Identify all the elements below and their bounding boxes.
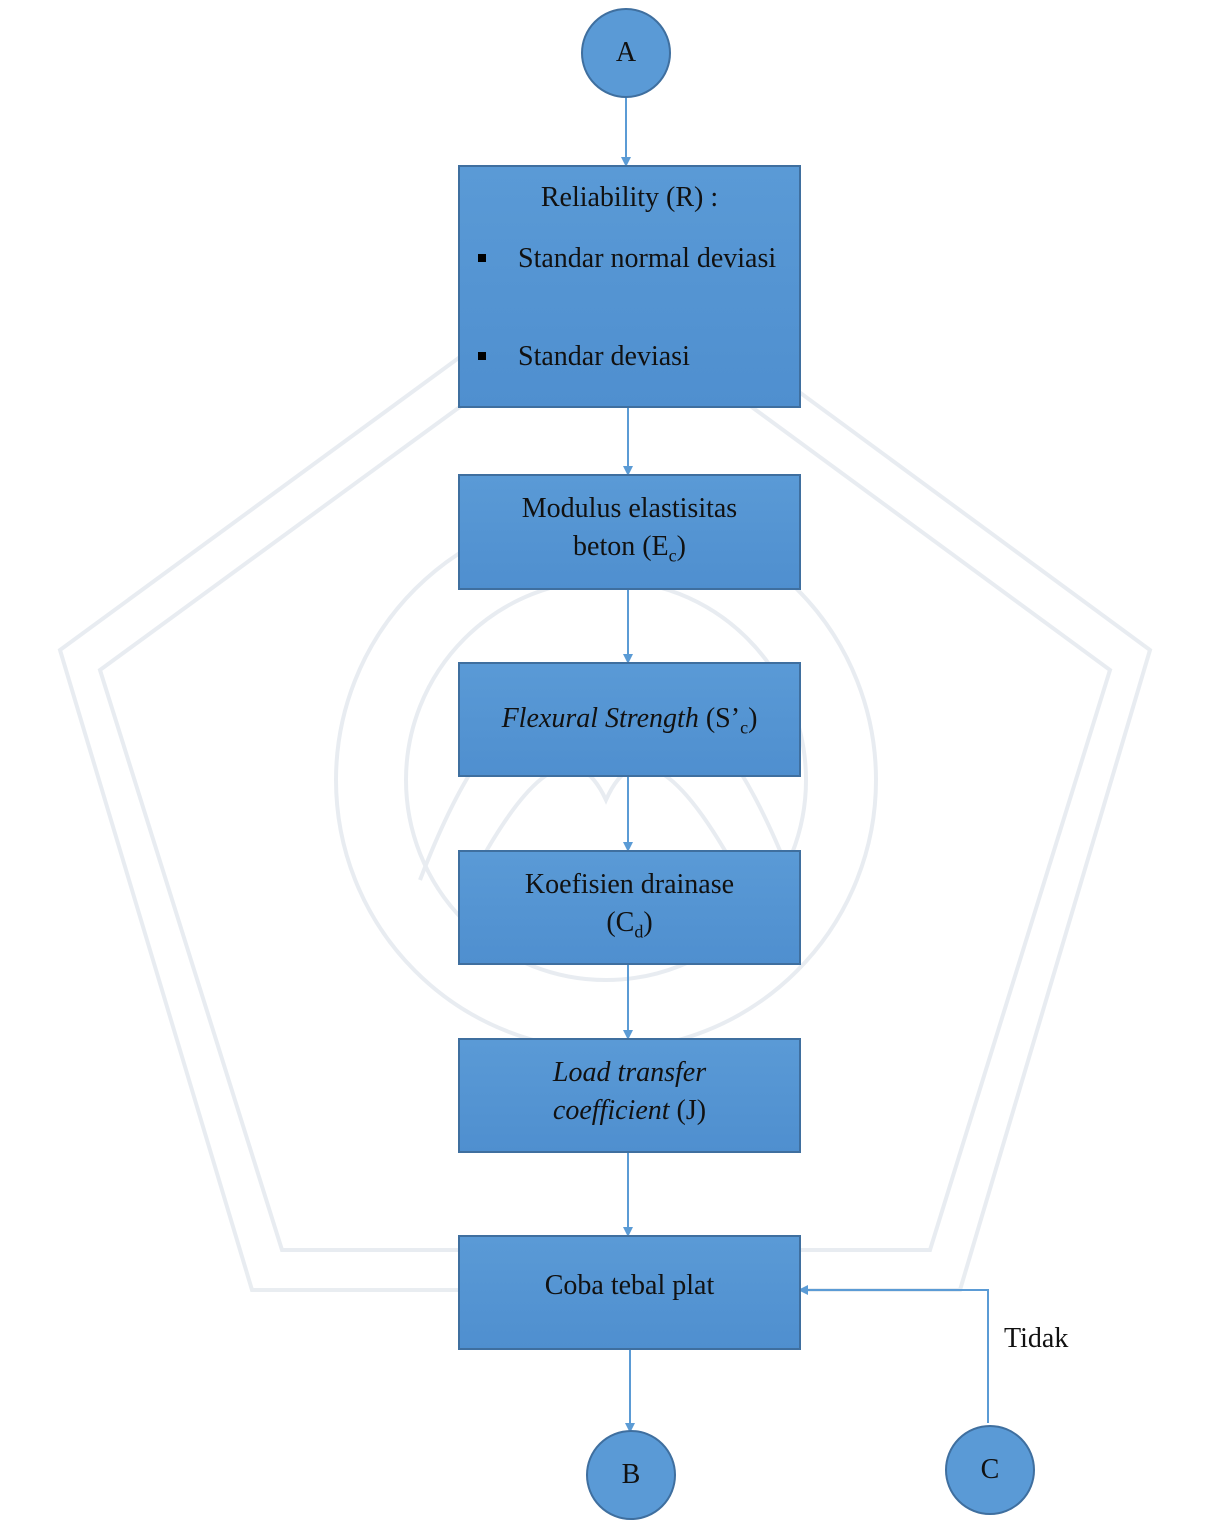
drainase-box: Koefisien drainase (Cd) (458, 850, 801, 965)
flexural-text: Flexural Strength (S’c) (460, 700, 799, 747)
coba-tebal-plat-box: Coba tebal plat (458, 1235, 801, 1350)
tidak-label: Tidak (1004, 1323, 1069, 1354)
bullet-square-icon (478, 352, 486, 360)
connector-b-label: B (621, 1459, 641, 1490)
reliability-title: Reliability (R) : (540, 182, 719, 213)
modulus-line2-pre: beton (E (573, 531, 669, 562)
load-transfer-line2: coefficient (J) (460, 1092, 799, 1130)
coba-tebal-plat-label: Coba tebal plat (544, 1270, 715, 1301)
connector-b: B (586, 1430, 676, 1520)
bullet-square-icon (478, 254, 486, 262)
load-transfer-text: Load transfer coefficient (J) (460, 1054, 799, 1130)
drainase-text: Koefisien drainase (Cd) (460, 866, 799, 951)
modulus-line2-post: ) (676, 531, 686, 562)
connector-a-label: A (615, 37, 637, 68)
modulus-text: Modulus elastisitas beton (Ec) (460, 490, 799, 575)
drainase-line1: Koefisien drainase (524, 869, 735, 900)
connector-c-label: C (980, 1454, 1000, 1485)
modulus-subscript: c (668, 545, 677, 566)
load-transfer-line1: Load transfer (552, 1057, 707, 1088)
flexural-italic: Flexural Strength (501, 703, 699, 734)
connector-a: A (581, 8, 671, 98)
modulus-line1: Modulus elastisitas (521, 493, 738, 524)
drainase-line2-pre: (C (606, 907, 635, 938)
drainase-line2: (Cd) (460, 904, 799, 951)
flexural-pre: (S’ (698, 703, 741, 734)
reliability-box: Reliability (R) : Standar normal deviasi… (458, 165, 801, 408)
drainase-subscript: d (634, 921, 644, 942)
load-transfer-box: Load transfer coefficient (J) (458, 1038, 801, 1153)
load-transfer-line2-italic: coefficient (552, 1095, 670, 1126)
flexural-post: ) (748, 703, 758, 734)
arrow-c-to-coba (798, 1285, 989, 1423)
load-transfer-line2-post: (J) (669, 1095, 707, 1126)
drainase-line2-post: ) (643, 907, 653, 938)
connector-c: C (945, 1425, 1035, 1515)
flexural-box: Flexural Strength (S’c) (458, 662, 801, 777)
bullet-text-2: Standar deviasi (518, 341, 690, 372)
bullet-text-1: Standar normal deviasi (518, 243, 777, 274)
flexural-subscript: c (740, 717, 749, 738)
modulus-line2: beton (Ec) (460, 528, 799, 575)
modulus-box: Modulus elastisitas beton (Ec) (458, 474, 801, 590)
